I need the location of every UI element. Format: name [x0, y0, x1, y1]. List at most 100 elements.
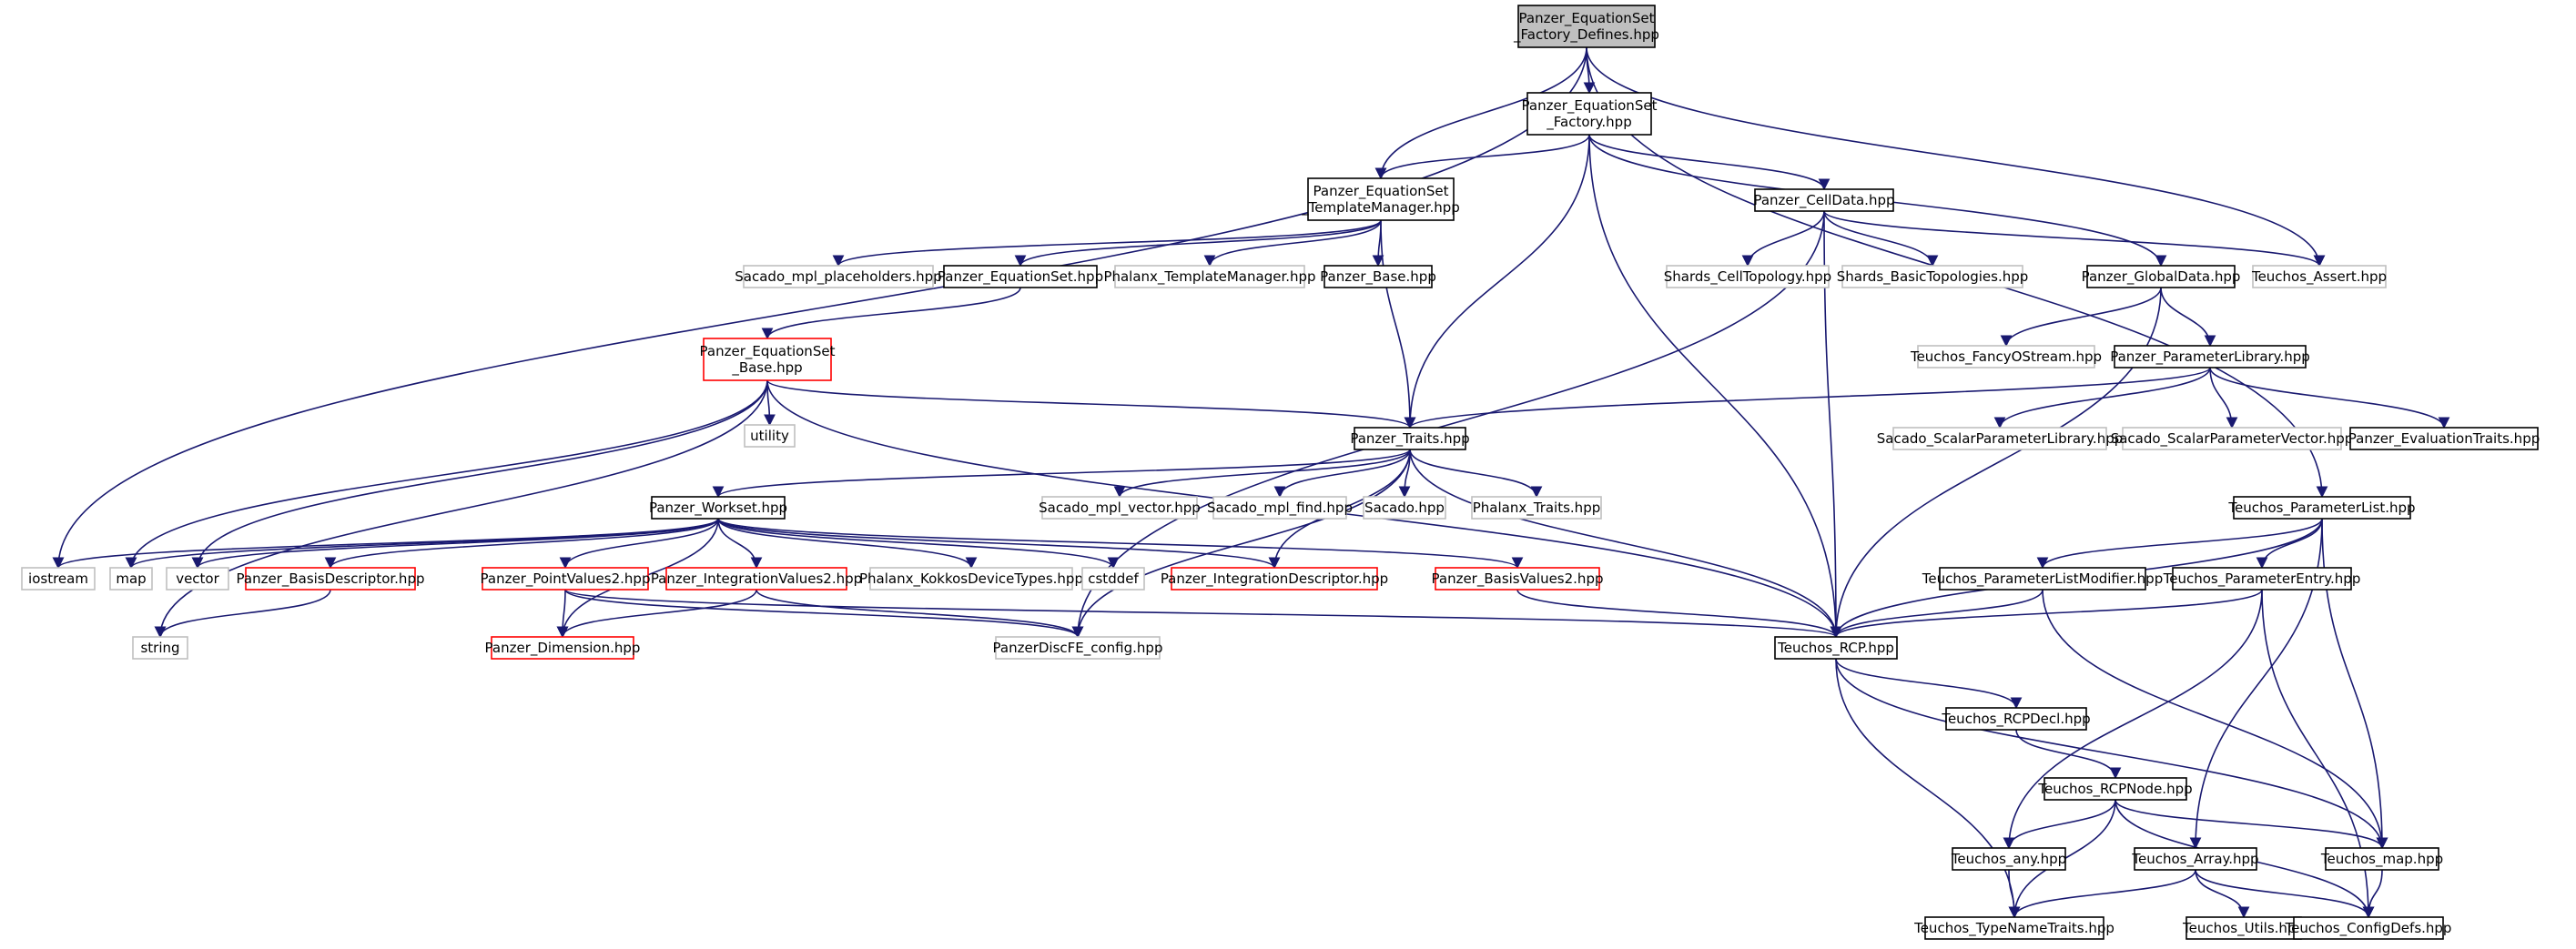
node-label-mplph-0: Sacado_mpl_placeholders.hpp — [735, 268, 941, 286]
node-label-pointval-0: Panzer_PointValues2.hpp — [481, 570, 651, 588]
node-box-map — [109, 567, 153, 591]
node-map[interactable]: map — [109, 567, 153, 591]
node-plistmod[interactable]: Teuchos_ParameterListModifier.hpp — [1922, 567, 2163, 591]
node-label-assert-0: Teuchos_Assert.hpp — [2251, 268, 2387, 286]
node-sacado[interactable]: Sacado.hpp — [1363, 496, 1446, 520]
edge-plistmod-to-rcp — [1830, 589, 2044, 639]
node-traits[interactable]: Panzer_Traits.hpp — [1350, 427, 1470, 450]
node-label-rcp-0: Teuchos_RCP.hpp — [1777, 640, 1894, 657]
node-label-mplfind-0: Sacado_mpl_find.hpp — [1207, 500, 1353, 517]
edge-array-to-typename — [2008, 869, 2196, 919]
node-rcpnode[interactable]: Teuchos_RCPNode.hpp — [2037, 777, 2193, 801]
node-fancy[interactable]: Teuchos_FancyOStream.hpp — [1910, 345, 2102, 368]
edge-pointval-to-rcp — [564, 589, 1841, 639]
node-box-globaldata — [2086, 265, 2236, 288]
node-rcp[interactable]: Teuchos_RCP.hpp — [1774, 636, 1898, 660]
node-intdesc[interactable]: Panzer_IntegrationDescriptor.hpp — [1161, 567, 1388, 591]
node-pointval[interactable]: Panzer_PointValues2.hpp — [481, 567, 651, 591]
node-label-phxtm-0: Phalanx_TemplateManager.hpp — [1103, 268, 1315, 286]
node-box-root — [1517, 5, 1656, 48]
node-box-intval — [665, 567, 847, 591]
node-pentry[interactable]: Teuchos_ParameterEntry.hpp — [2163, 567, 2361, 591]
edge-tmgr-to-eqset — [1014, 219, 1382, 268]
node-array[interactable]: Teuchos_Array.hpp — [2131, 847, 2259, 871]
node-plist[interactable]: Teuchos_ParameterList.hpp — [2227, 496, 2416, 520]
node-box-any — [1952, 847, 2066, 871]
node-eqbase[interactable]: Panzer_EquationSet_Base.hpp — [700, 338, 836, 381]
node-vector[interactable]: vector — [166, 567, 229, 591]
node-box-mplph — [743, 265, 934, 288]
node-basisdesc[interactable]: Panzer_BasisDescriptor.hpp — [237, 567, 425, 591]
edge-tmgr-to-traits — [1380, 219, 1416, 429]
node-label-iostream-0: iostream — [28, 570, 88, 587]
node-label-intdesc-0: Panzer_IntegrationDescriptor.hpp — [1161, 570, 1388, 588]
edge-rcp-to-typename — [1835, 658, 2021, 919]
node-label-eqbase-0: Panzer_EquationSet — [700, 343, 836, 360]
node-scalarlib[interactable]: Sacado_ScalarParameterLibrary.hpp — [1877, 427, 2124, 450]
node-phxtraits[interactable]: Phalanx_Traits.hpp — [1471, 496, 1602, 520]
node-box-scalarvec — [2122, 427, 2342, 450]
node-mplfind[interactable]: Sacado_mpl_find.hpp — [1207, 496, 1353, 520]
node-any[interactable]: Teuchos_any.hpp — [1951, 847, 2066, 871]
node-discfe[interactable]: PanzerDiscFE_config.hpp — [993, 636, 1163, 660]
node-paramlib[interactable]: Panzer_ParameterLibrary.hpp — [2110, 345, 2310, 368]
node-assert[interactable]: Teuchos_Assert.hpp — [2251, 265, 2387, 288]
node-label-string-0: string — [140, 640, 179, 656]
node-mplph[interactable]: Sacado_mpl_placeholders.hpp — [735, 265, 942, 288]
node-shbasic[interactable]: Shards_BasicTopologies.hpp — [1837, 265, 2029, 288]
edge-plistmod-to-tmap — [2042, 589, 2388, 850]
node-label-root-1: _Factory_Defines.hpp — [1513, 26, 1659, 44]
node-workset[interactable]: Panzer_Workset.hpp — [649, 496, 787, 520]
node-eqset[interactable]: Panzer_EquationSet.hpp — [938, 265, 1103, 288]
node-dimension[interactable]: Panzer_Dimension.hpp — [485, 636, 641, 660]
node-evaltraits[interactable]: Panzer_EvaluationTraits.hpp — [2348, 427, 2540, 450]
node-basisval[interactable]: Panzer_BasisValues2.hpp — [1432, 567, 1604, 591]
node-label-utils-0: Teuchos_Utils.hpp — [2182, 920, 2305, 937]
node-label-intval-0: Panzer_IntegrationValues2.hpp — [651, 570, 862, 588]
node-kokkos[interactable]: Phalanx_KokkosDeviceTypes.hpp — [859, 567, 1083, 591]
node-phxtm[interactable]: Phalanx_TemplateManager.hpp — [1103, 265, 1316, 288]
nodes-layer: Panzer_EquationSet_Factory_Defines.hppPa… — [21, 5, 2540, 940]
node-box-tmgr — [1307, 177, 1455, 221]
node-label-rcpnode-0: Teuchos_RCPNode.hpp — [2037, 781, 2192, 798]
node-label-evaltraits-0: Panzer_EvaluationTraits.hpp — [2348, 430, 2540, 448]
node-box-mplvec — [1041, 496, 1198, 520]
node-globaldata[interactable]: Panzer_GlobalData.hpp — [2082, 265, 2241, 288]
node-box-phxtm — [1114, 265, 1305, 288]
node-cstddef[interactable]: cstddef — [1081, 567, 1145, 591]
node-shcell[interactable]: Shards_CellTopology.hpp — [1664, 265, 1831, 288]
node-label-paramlib-0: Panzer_ParameterLibrary.hpp — [2110, 348, 2310, 366]
node-string[interactable]: string — [132, 636, 188, 660]
node-box-shcell — [1666, 265, 1830, 288]
node-label-fancy-0: Teuchos_FancyOStream.hpp — [1910, 348, 2102, 366]
node-iostream[interactable]: iostream — [21, 567, 96, 591]
edge-rcpnode-to-tmap — [2115, 799, 2388, 850]
node-rcpdecl[interactable]: Teuchos_RCPDecl.hpp — [1941, 707, 2091, 731]
node-mplvec[interactable]: Sacado_mpl_vector.hpp — [1039, 496, 1201, 520]
node-base[interactable]: Panzer_Base.hpp — [1320, 265, 1436, 288]
node-celldata[interactable]: Panzer_CellData.hpp — [1753, 188, 1895, 212]
edge-workset-to-intval — [717, 518, 763, 570]
node-intval[interactable]: Panzer_IntegrationValues2.hpp — [651, 567, 862, 591]
node-scalarvec[interactable]: Sacado_ScalarParameterVector.hpp — [2111, 427, 2354, 450]
node-box-mplfind — [1212, 496, 1347, 520]
edge-intval-to-discfe — [756, 589, 1084, 639]
node-utils[interactable]: Teuchos_Utils.hpp — [2182, 916, 2305, 940]
edge-factory-to-rcp — [1588, 134, 1842, 639]
node-configdefs[interactable]: Teuchos_ConfigDefs.hpp — [2285, 916, 2452, 940]
node-box-basisdesc — [245, 567, 416, 591]
node-label-shbasic-0: Shards_BasicTopologies.hpp — [1837, 268, 2029, 286]
node-tmgr[interactable]: Panzer_EquationSet_TemplateManager.hpp — [1301, 177, 1460, 221]
node-label-basisdesc-0: Panzer_BasisDescriptor.hpp — [237, 570, 425, 588]
node-factory[interactable]: Panzer_EquationSet_Factory.hpp — [1522, 92, 1658, 136]
node-box-pentry — [2172, 567, 2352, 591]
node-typename[interactable]: Teuchos_TypeNameTraits.hpp — [1913, 916, 2115, 940]
edge-factory-to-celldata — [1588, 134, 1831, 191]
node-label-scalarlib-0: Sacado_ScalarParameterLibrary.hpp — [1877, 430, 2124, 448]
edge-plist-to-plistmod — [2036, 518, 2323, 570]
node-label-map-0: map — [116, 570, 146, 587]
node-root[interactable]: Panzer_EquationSet_Factory_Defines.hpp — [1513, 5, 1659, 48]
edge-workset-to-kokkos — [717, 518, 978, 570]
node-tmap[interactable]: Teuchos_map.hpp — [2320, 847, 2443, 871]
node-utility[interactable]: utility — [744, 424, 796, 448]
